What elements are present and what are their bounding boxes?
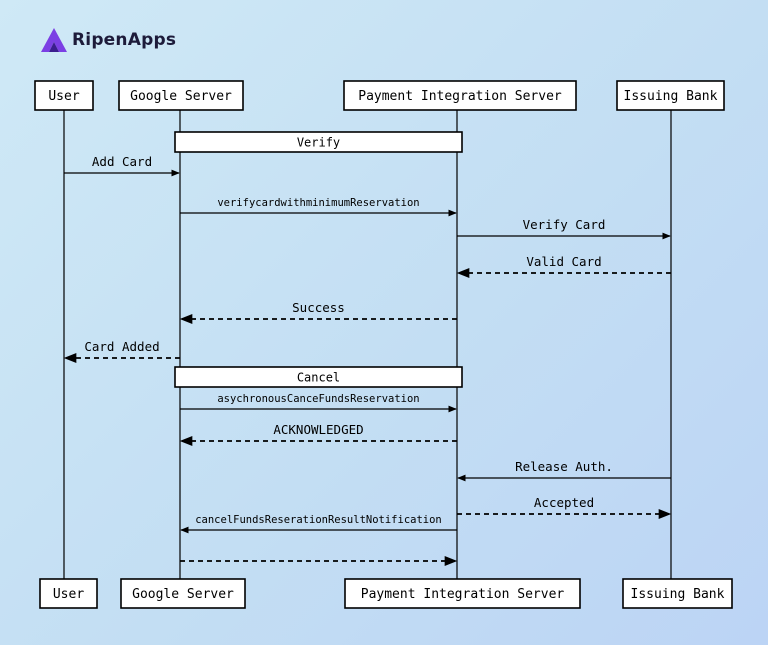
message-2: Verify Card <box>457 217 671 240</box>
message-label: Add Card <box>92 154 152 169</box>
frame-cancel: Cancel <box>174 366 463 388</box>
message-label: Verify Card <box>523 217 606 232</box>
participant-bottom-pis: Payment Integration Server <box>344 578 581 609</box>
participant-bottom-label-pis: Payment Integration Server <box>361 587 565 602</box>
message-1: verifycardwithminimumReservation <box>180 197 457 217</box>
participant-top-box-bank <box>616 80 725 111</box>
participant-bottom-label-user: User <box>53 587 84 602</box>
message-label: verifycardwithminimumReservation <box>217 197 419 209</box>
brand-logo: RipenApps <box>40 26 176 54</box>
participant-bottom-box-pis <box>344 578 581 609</box>
message-label: asychronousCanceFundsReservation <box>217 393 419 405</box>
participant-bottom-box-user <box>39 578 98 609</box>
message-5: Card Added <box>63 339 180 364</box>
participant-bottom-label-google: Google Server <box>132 587 234 602</box>
brand-name: RipenApps <box>72 30 177 50</box>
message-label: Card Added <box>84 339 159 354</box>
frame-box <box>174 366 463 388</box>
participant-bottom-box-google <box>120 578 246 609</box>
message-label: ACKNOWLEDGED <box>273 422 363 437</box>
ripenapps-logo-icon <box>41 28 67 52</box>
message-label: Success <box>292 300 345 315</box>
frame-verify: Verify <box>174 131 463 153</box>
participant-bottom-google: Google Server <box>120 578 246 609</box>
participant-top-box-user <box>34 80 94 111</box>
participant-top-google: Google Server <box>118 80 244 111</box>
frame-label: Cancel <box>297 371 340 385</box>
message-label: cancelFundsReserationResultNotification <box>195 514 442 526</box>
frame-label: Verify <box>297 136 340 150</box>
message-8: Release Auth. <box>457 459 671 482</box>
participant-top-label-user: User <box>48 89 79 104</box>
message-6: asychronousCanceFundsReservation <box>180 393 457 413</box>
participant-bottom-box-bank <box>622 578 733 609</box>
message-0: Add Card <box>64 154 180 177</box>
message-label: Accepted <box>534 495 594 510</box>
message-label: Valid Card <box>526 254 601 269</box>
participant-top-label-pis: Payment Integration Server <box>358 89 562 104</box>
participant-bottom-user: User <box>39 578 98 609</box>
message-label: Release Auth. <box>515 459 613 474</box>
participant-top-pis: Payment Integration Server <box>343 80 577 111</box>
message-3: Valid Card <box>456 254 671 279</box>
participant-top-label-google: Google Server <box>130 89 232 104</box>
participant-bottom-bank: Issuing Bank <box>622 578 733 609</box>
message-10: cancelFundsReserationResultNotification <box>180 514 457 534</box>
participant-top-box-pis <box>343 80 577 111</box>
message-4: Success <box>179 300 457 325</box>
participant-top-user: User <box>34 80 94 111</box>
participant-top-label-bank: Issuing Bank <box>624 89 718 104</box>
message-7: ACKNOWLEDGED <box>179 422 457 447</box>
participant-top-bank: Issuing Bank <box>616 80 725 111</box>
participant-top-box-google <box>118 80 244 111</box>
frame-box <box>174 131 463 153</box>
message-9: Accepted <box>457 495 672 520</box>
participant-bottom-label-bank: Issuing Bank <box>631 587 725 602</box>
